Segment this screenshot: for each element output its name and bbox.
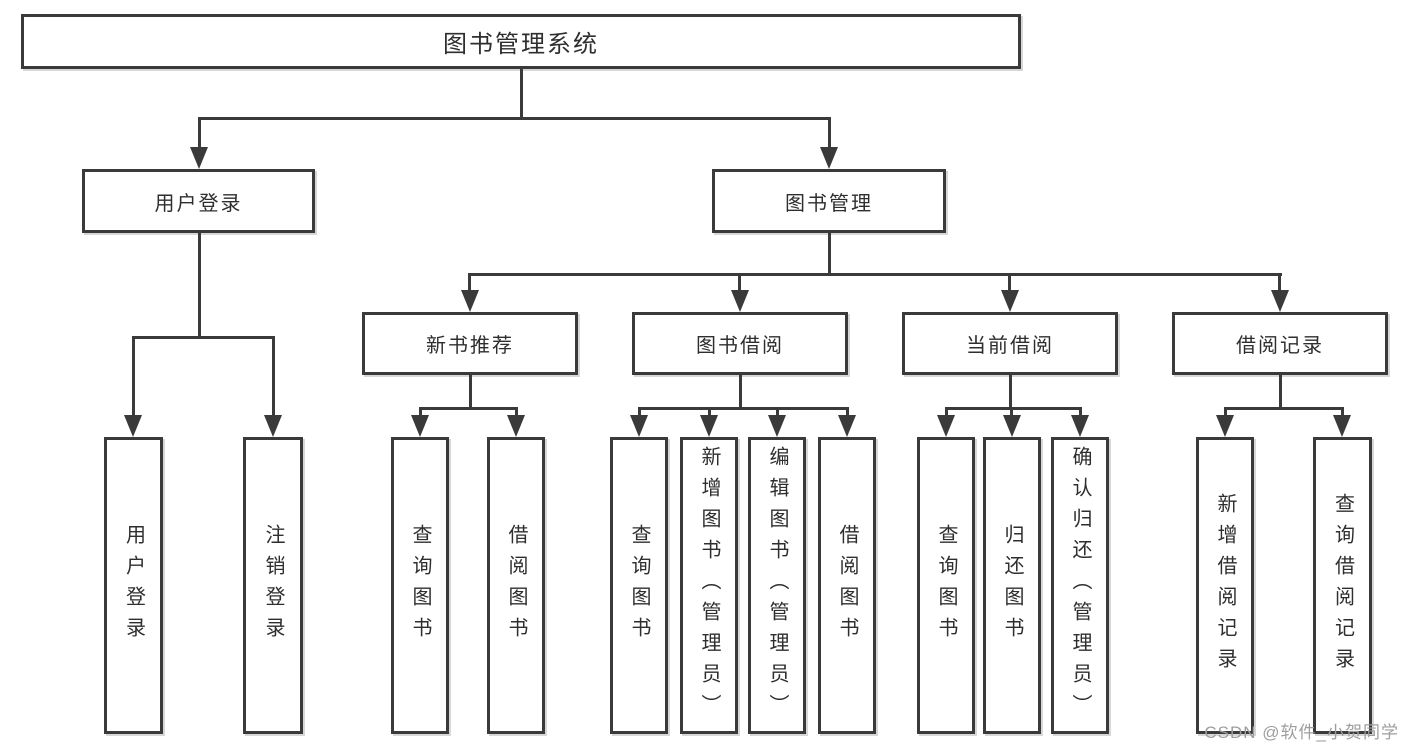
arrowhead — [1333, 415, 1351, 437]
connector — [638, 407, 641, 417]
connector — [846, 407, 849, 417]
connector — [1278, 273, 1281, 291]
csdn-watermark: CSDN @软件_小贺同学 — [1204, 723, 1399, 742]
connector — [198, 117, 831, 120]
node-user-login: 用户登录 — [82, 169, 315, 233]
connector — [419, 407, 422, 417]
node-label: 图书管理系统 — [443, 31, 599, 58]
arrowhead — [461, 290, 479, 312]
leaf-edit-book-admin: 编辑图书（管理员） — [748, 437, 806, 734]
arrowhead — [731, 290, 749, 312]
arrowhead — [507, 415, 525, 437]
leaf-user-login: 用户登录 — [104, 437, 163, 734]
leaf-label: 查询图书 — [628, 523, 650, 648]
arrowhead — [124, 415, 142, 437]
connector — [132, 336, 135, 416]
arrowhead — [1216, 415, 1234, 437]
leaf-label: 归还图书 — [1001, 523, 1023, 648]
leaf-label: 查询图书 — [409, 523, 431, 648]
node-label: 用户登录 — [154, 192, 243, 215]
connector — [198, 117, 201, 149]
node-label: 图书借阅 — [696, 335, 784, 357]
leaf-query-books-current: 查询图书 — [917, 437, 975, 734]
arrowhead — [1003, 415, 1021, 437]
leaf-borrow-book: 借阅图书 — [818, 437, 876, 734]
node-book-management: 图书管理 — [712, 169, 946, 233]
leaf-add-book-admin: 新增图书（管理员） — [680, 437, 738, 734]
node-root-library-system: 图书管理系统 — [21, 14, 1021, 69]
connector — [469, 375, 472, 407]
leaf-label: 编辑图书（管理员） — [766, 446, 788, 725]
arrowhead — [1071, 415, 1089, 437]
leaf-add-borrow-record: 新增借阅记录 — [1196, 437, 1254, 734]
connector — [828, 117, 831, 149]
node-borrow-records: 借阅记录 — [1172, 312, 1388, 375]
leaf-query-borrow-record: 查询借阅记录 — [1313, 437, 1372, 734]
leaf-confirm-return-admin: 确认归还（管理员） — [1051, 437, 1109, 734]
connector — [828, 233, 831, 273]
connector — [419, 407, 517, 410]
leaf-label: 用户登录 — [122, 523, 145, 648]
node-label: 新书推荐 — [426, 335, 514, 357]
node-current-borrow: 当前借阅 — [902, 312, 1118, 375]
leaf-return-book: 归还图书 — [983, 437, 1041, 734]
leaf-label: 新增借阅记录 — [1214, 492, 1236, 679]
node-label: 图书管理 — [785, 192, 873, 215]
node-new-book-recommend: 新书推荐 — [362, 312, 578, 375]
connector — [1079, 407, 1082, 417]
arrowhead — [1271, 290, 1289, 312]
node-label: 当前借阅 — [966, 335, 1054, 357]
leaf-label: 确认归还（管理员） — [1069, 446, 1091, 725]
arrowhead — [820, 147, 838, 169]
connector — [776, 407, 779, 417]
connector — [708, 407, 711, 417]
connector — [1224, 407, 1344, 410]
leaf-query-books-borrow: 查询图书 — [610, 437, 668, 734]
arrowhead — [838, 415, 856, 437]
connector — [520, 69, 523, 117]
connector — [739, 375, 742, 407]
arrowhead — [630, 415, 648, 437]
leaf-logout-login: 注销登录 — [243, 437, 303, 734]
connector — [1010, 407, 1013, 417]
leaf-label: 新增图书（管理员） — [698, 446, 720, 725]
arrowhead — [1001, 290, 1019, 312]
connector — [272, 336, 275, 416]
arrowhead — [768, 415, 786, 437]
leaf-label: 借阅图书 — [836, 523, 858, 648]
connector — [638, 407, 848, 410]
connector — [132, 336, 275, 339]
connector — [945, 407, 948, 417]
connector — [468, 273, 471, 291]
connector — [738, 273, 741, 291]
node-label: 借阅记录 — [1236, 335, 1324, 357]
arrowhead — [264, 415, 282, 437]
connector — [945, 407, 1082, 410]
leaf-label: 查询图书 — [935, 523, 957, 648]
connector — [1009, 375, 1012, 407]
leaf-borrow-books-recommend: 借阅图书 — [487, 437, 545, 734]
leaf-label: 查询借阅记录 — [1331, 492, 1354, 679]
leaf-query-books-recommend: 查询图书 — [391, 437, 449, 734]
arrowhead — [190, 147, 208, 169]
connector — [469, 273, 1282, 276]
connector — [1279, 375, 1282, 407]
leaf-label: 注销登录 — [262, 523, 284, 648]
connector — [1341, 407, 1344, 417]
connector — [1224, 407, 1227, 417]
node-book-borrow: 图书借阅 — [632, 312, 848, 375]
arrowhead — [700, 415, 718, 437]
connector — [198, 233, 201, 336]
connector — [515, 407, 518, 417]
connector — [1008, 273, 1011, 291]
leaf-label: 借阅图书 — [505, 523, 527, 648]
arrowhead — [937, 415, 955, 437]
arrowhead — [411, 415, 429, 437]
